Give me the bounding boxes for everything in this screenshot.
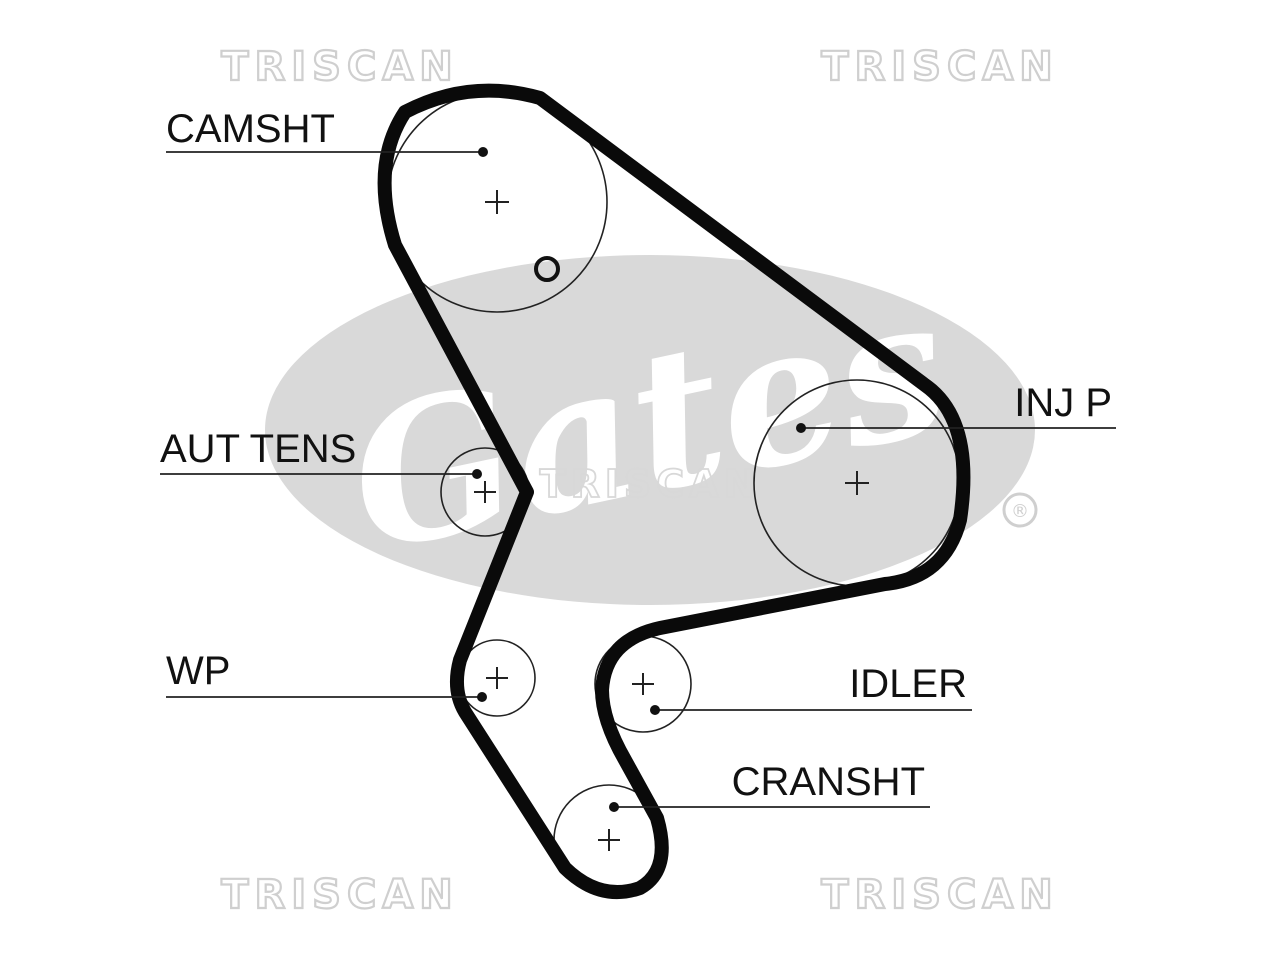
- camshaft-label: CAMSHT: [166, 107, 335, 151]
- registered-mark-circle: [1002, 492, 1038, 528]
- crankshaft-leader: [609, 802, 930, 812]
- triscan-watermark-bottom-right: TRISCAN: [821, 872, 1059, 918]
- timing-mark-icon: [534, 256, 560, 282]
- registered-mark: ®: [1011, 501, 1029, 522]
- auto-tensioner-label: AUT TENS: [160, 427, 356, 471]
- camshaft-leader: [166, 147, 488, 157]
- timing-belt: [377, 83, 971, 900]
- injection-pump-label: INJ P: [1014, 381, 1112, 425]
- injection-pump-leader: [796, 423, 1116, 433]
- crankshaft-label: CRANSHT: [732, 760, 925, 804]
- water-pump-label: WP: [166, 649, 230, 693]
- triscan-watermark-bottom-left: TRISCAN: [221, 872, 459, 918]
- gates-logo-oval: [265, 255, 1035, 605]
- triscan-watermark-top-right: TRISCAN: [821, 44, 1059, 90]
- triscan-watermark-top-left: TRISCAN: [221, 44, 459, 90]
- idler-leader: [650, 705, 972, 715]
- triscan-watermark-center: TRISCAN: [540, 462, 761, 506]
- idler-label: IDLER: [849, 662, 967, 706]
- auto-tensioner-leader: [160, 469, 482, 479]
- water-pump-leader: [166, 692, 487, 702]
- gates-logo-watermark: Gates ®: [265, 252, 1038, 605]
